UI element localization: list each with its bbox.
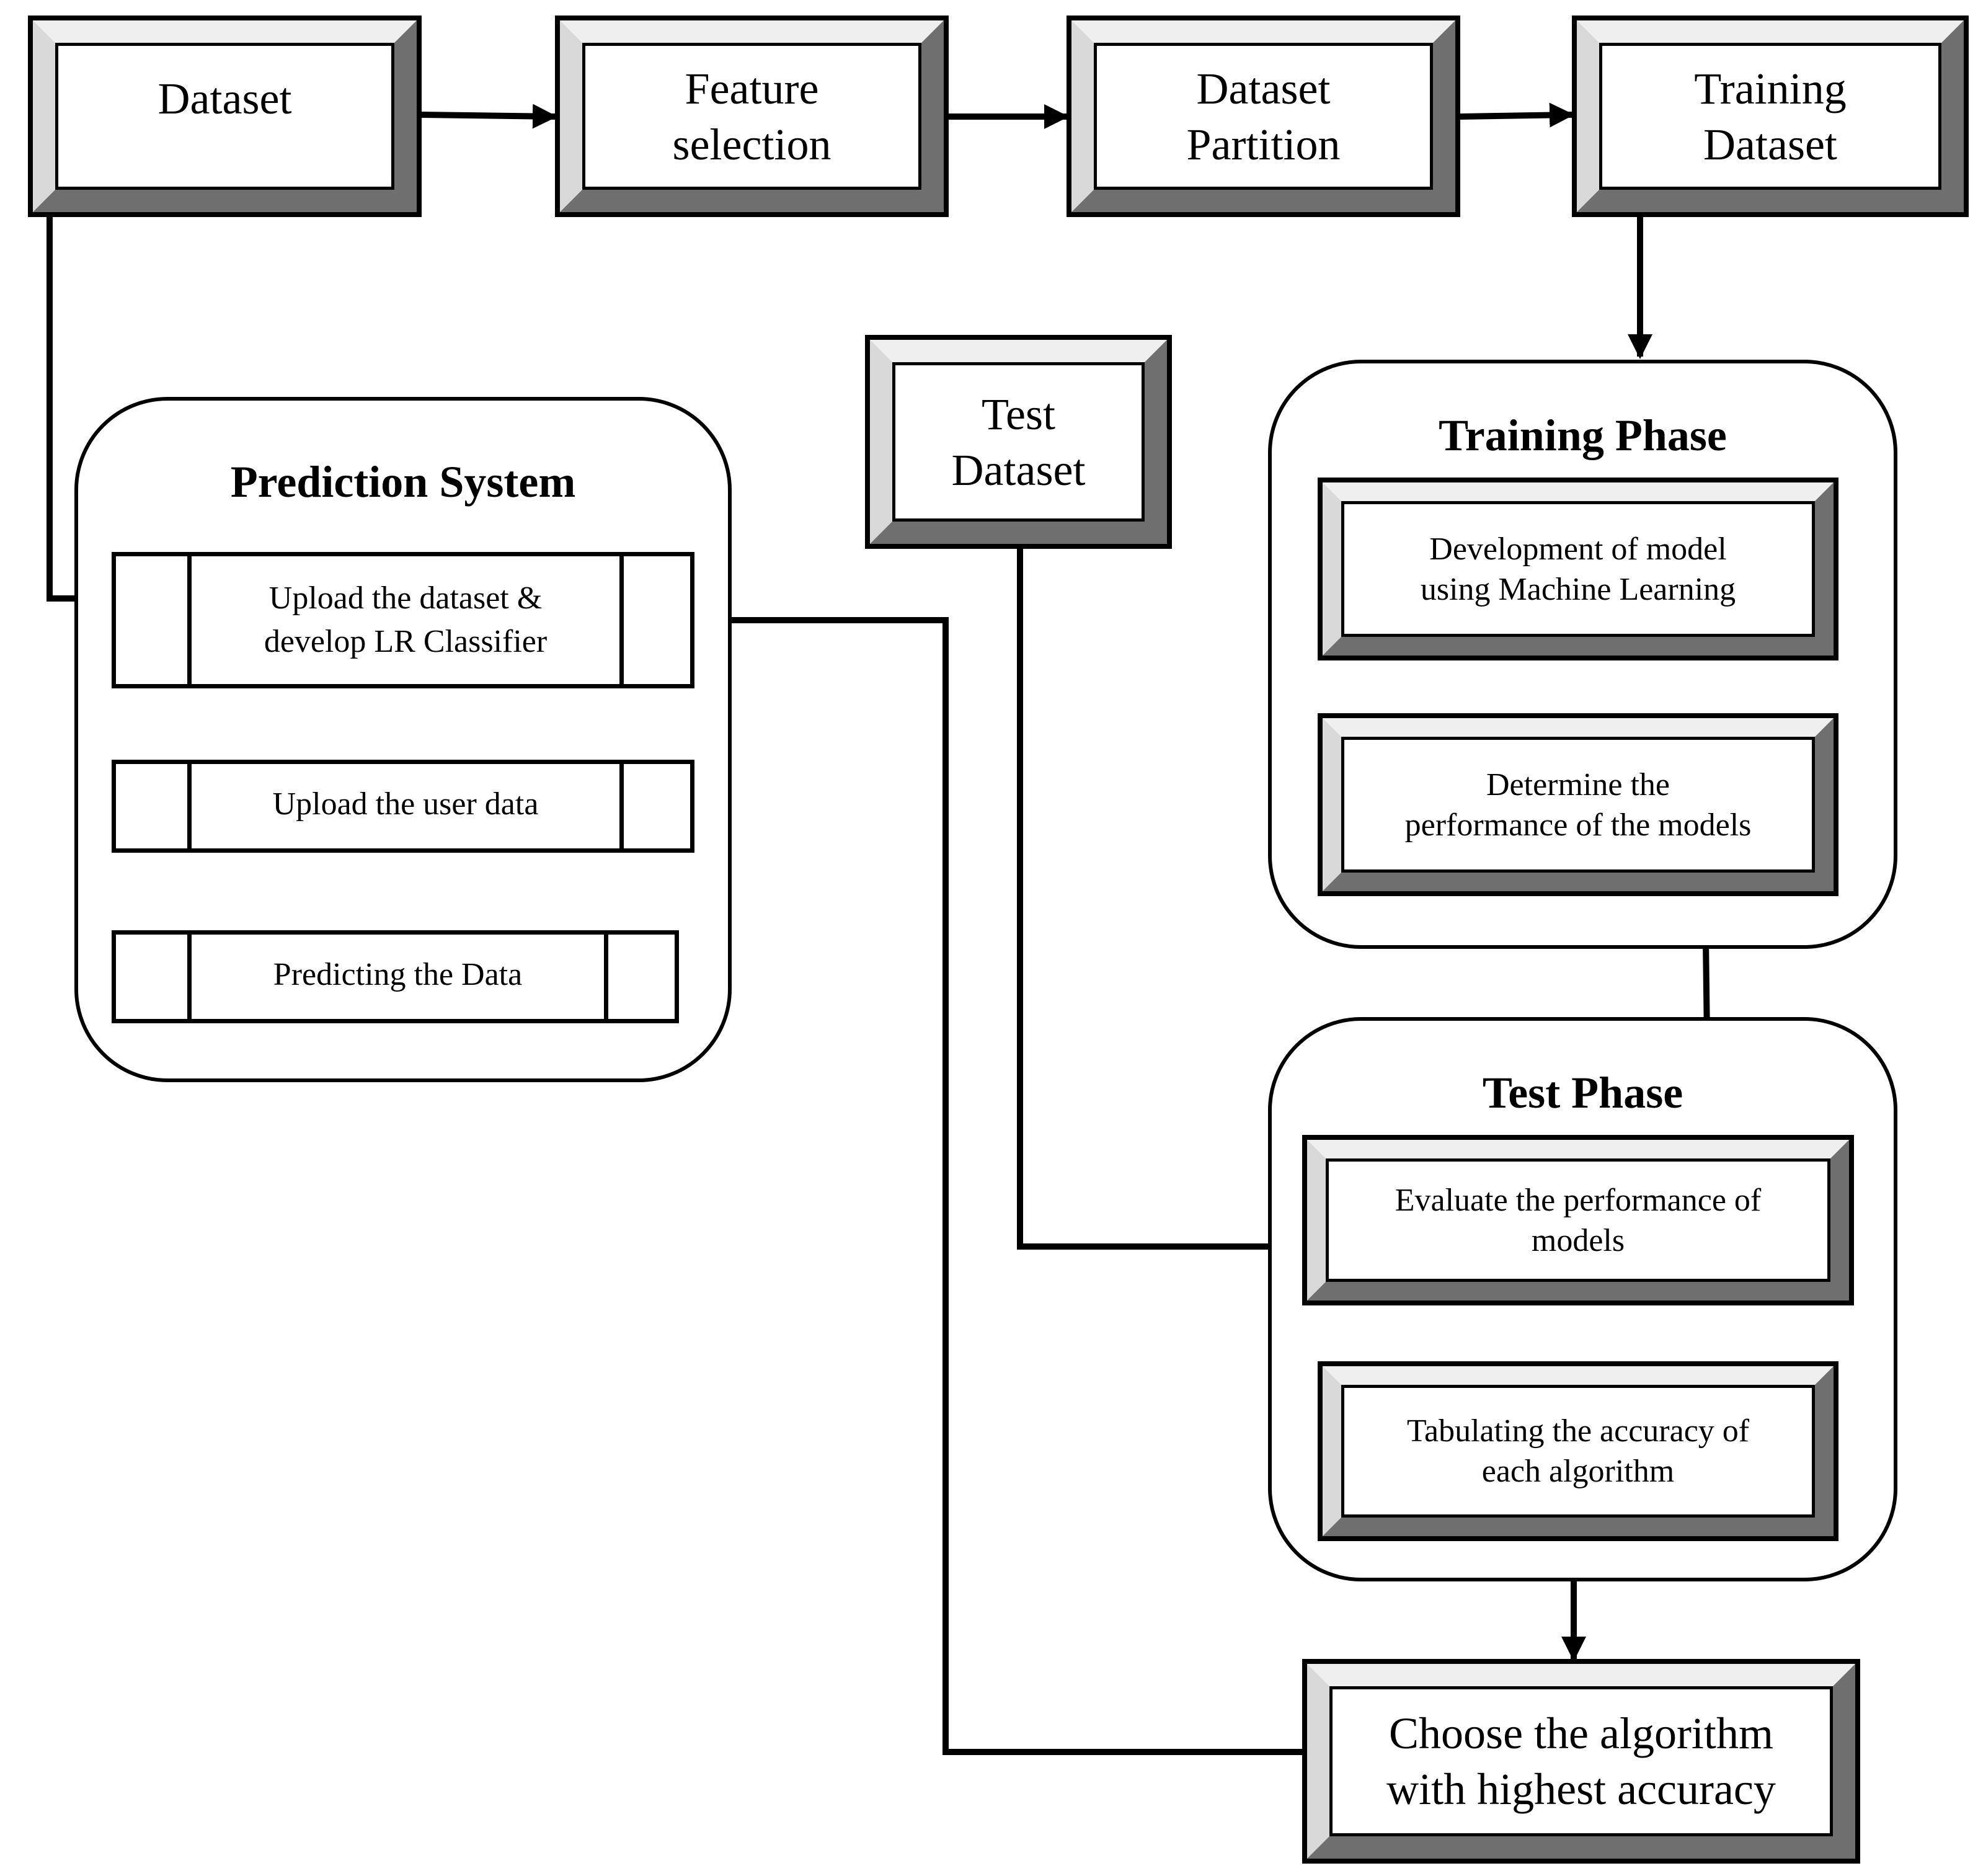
development-model-box: Development of model using Machine Learn… (1318, 478, 1838, 660)
dataset-partition-label: Dataset Partition (1186, 63, 1341, 169)
predicting-data-process: Predicting the Data (112, 930, 679, 1023)
dataset-box: Dataset (28, 16, 422, 217)
choose-algorithm-label: Choose the algorithm with highest accura… (1386, 1709, 1776, 1814)
training-dataset-box: Training Dataset (1572, 16, 1969, 217)
test-dataset-label: Test Dataset (951, 389, 1086, 495)
arrow-partition-to-training (1460, 102, 1574, 128)
tabulate-accuracy-label: Tabulating the accuracy of each algorith… (1406, 1413, 1750, 1489)
dataset-partition-box: Dataset Partition (1067, 16, 1460, 217)
feature-selection-label: Feature selection (672, 63, 832, 169)
prediction-system-title: Prediction System (230, 457, 576, 507)
tabulate-accuracy-box: Tabulating the accuracy of each algorith… (1318, 1361, 1838, 1541)
development-model-label: Development of model using Machine Learn… (1420, 531, 1736, 607)
feature-selection-box: Feature selection (555, 16, 949, 217)
upload-user-data-process: Upload the user data (112, 760, 694, 853)
arrow-test-dataset-to-evaluate (1017, 546, 1317, 1259)
choose-algorithm-box: Choose the algorithm with highest accura… (1302, 1659, 1860, 1864)
training-phase-title: Training Phase (1439, 411, 1727, 460)
predicting-data-label: Predicting the Data (273, 957, 523, 992)
evaluate-performance-label: Evaluate the performance of models (1395, 1182, 1762, 1258)
training-dataset-label: Training Dataset (1694, 63, 1847, 169)
determine-performance-label: Determine the performance of the models (1404, 767, 1752, 843)
test-dataset-box: Test Dataset (865, 335, 1172, 549)
upload-dataset-process: Upload the dataset & develop LR Classifi… (112, 552, 694, 688)
determine-performance-box: Determine the performance of the models (1318, 713, 1838, 896)
upload-dataset-label: Upload the dataset & develop LR Classifi… (264, 580, 548, 659)
dataset-label: Dataset (157, 74, 292, 123)
arrow-dataset-to-feature (421, 104, 557, 129)
evaluate-performance-box: Evaluate the performance of models (1302, 1135, 1854, 1305)
test-phase-title: Test Phase (1482, 1068, 1683, 1118)
upload-user-data-label: Upload the user data (272, 786, 539, 822)
arrow-choose-to-upload (698, 608, 1305, 1755)
